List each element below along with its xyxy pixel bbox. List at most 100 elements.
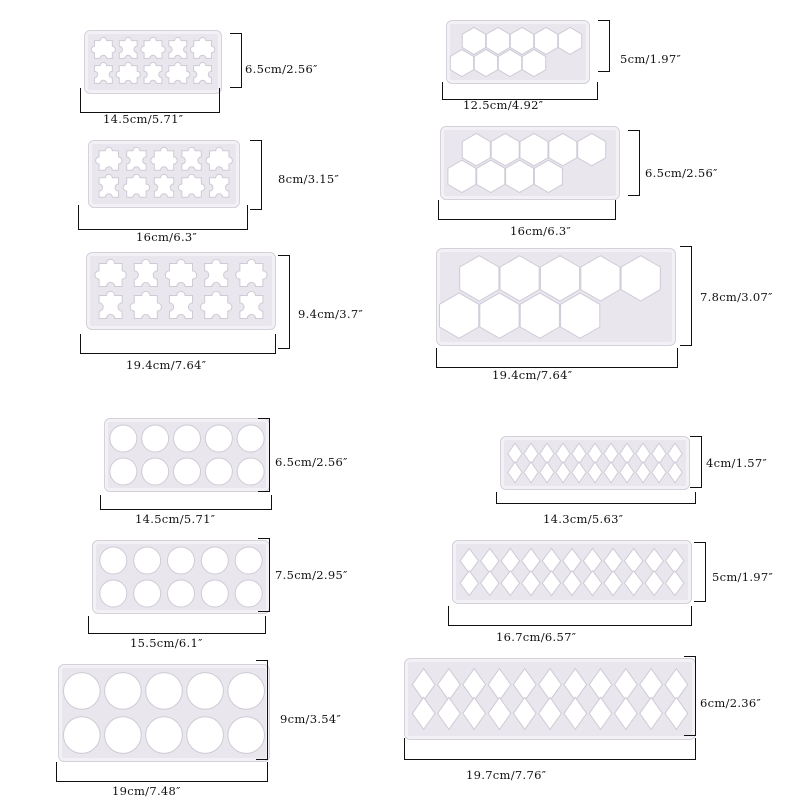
- puzzle-hole: [190, 36, 216, 59]
- circle-hole: [234, 546, 263, 575]
- cutter-hexagon: [440, 126, 620, 200]
- diamond-hole: [555, 461, 571, 484]
- circle-hole: [200, 579, 229, 608]
- diamond-hole: [664, 547, 685, 575]
- hexagon-hole: [519, 292, 560, 339]
- height-label: 6.5cm/2.56″: [245, 62, 318, 76]
- diamond-hole: [571, 442, 587, 465]
- hexagon-hole: [459, 255, 500, 302]
- diamond-hole: [667, 442, 683, 465]
- width-dimension-line: [100, 495, 272, 510]
- circle-hole: [167, 579, 195, 608]
- diamond-hole: [541, 547, 562, 575]
- hexagon-hole: [577, 132, 607, 167]
- height-label: 7.8cm/3.07″: [700, 290, 773, 304]
- height-label: 5cm/1.97″: [620, 52, 682, 66]
- diamond-hole: [644, 547, 665, 575]
- cutter-diamond: [452, 540, 692, 604]
- hexagon-hole: [557, 26, 583, 55]
- diamond-hole: [411, 696, 436, 731]
- width-label: 19cm/7.48″: [112, 784, 181, 798]
- width-dimension-line: [56, 762, 268, 782]
- circle-hole: [173, 424, 201, 453]
- diamond-hole: [555, 442, 571, 465]
- puzzle-hole: [168, 290, 194, 320]
- circle-hole: [109, 457, 138, 486]
- diamond-hole: [479, 547, 500, 575]
- circle-hole: [141, 424, 170, 453]
- width-label: 19.4cm/7.64″: [126, 358, 207, 372]
- puzzle-hole: [122, 173, 151, 198]
- diamond-hole: [487, 667, 512, 702]
- puzzle-hole: [164, 258, 198, 288]
- cutter-holes: [95, 146, 233, 198]
- circle-hole: [141, 457, 170, 486]
- height-dimension-line: [628, 130, 640, 196]
- hexagon-hole: [497, 49, 523, 78]
- hexagon-hole: [620, 255, 661, 302]
- cutter-diamond: [404, 658, 696, 740]
- hexagon-hole: [521, 49, 547, 78]
- hexagon-hole: [490, 132, 520, 167]
- puzzle-hole: [126, 146, 147, 171]
- diamond-hole: [462, 696, 487, 731]
- width-label: 16.7cm/6.57″: [496, 630, 577, 644]
- diamond-hole: [411, 667, 436, 702]
- cutter-circle: [92, 540, 270, 614]
- cutter-puzzle: [88, 140, 240, 208]
- diamond-hole: [563, 667, 588, 702]
- cutter-holes: [99, 546, 263, 608]
- diamond-hole: [462, 667, 487, 702]
- diamond-hole: [523, 461, 539, 484]
- diamond-hole: [587, 461, 603, 484]
- width-dimension-line: [448, 606, 692, 626]
- width-dimension-line: [442, 82, 598, 100]
- puzzle-hole: [98, 173, 120, 198]
- height-label: 7.5cm/2.95″: [275, 568, 348, 582]
- puzzle-hole: [150, 146, 178, 171]
- cutter-holes: [109, 424, 265, 486]
- hexagon-hole: [539, 255, 581, 302]
- hexagon-hole: [447, 159, 477, 194]
- height-dimension-line: [598, 20, 610, 72]
- diamond-hole: [538, 696, 562, 731]
- cutter-circle: [104, 418, 270, 492]
- circle-hole: [63, 716, 101, 754]
- height-label: 8cm/3.15″: [278, 172, 340, 186]
- cutter-holes: [63, 672, 265, 754]
- diamond-hole: [613, 696, 638, 731]
- puzzle-hole: [118, 36, 138, 59]
- diamond-hole: [512, 667, 537, 702]
- circle-hole: [133, 546, 162, 575]
- hexagon-hole: [519, 132, 549, 167]
- cutter-hexagon: [446, 20, 590, 84]
- width-dimension-line: [80, 88, 220, 113]
- circle-hole: [63, 672, 101, 710]
- diamond-hole: [619, 442, 635, 465]
- puzzle-hole: [98, 290, 123, 320]
- diamond-hole: [507, 461, 523, 484]
- diamond-hole: [588, 667, 613, 702]
- hexagon-hole: [449, 49, 475, 78]
- circle-hole: [133, 579, 162, 608]
- hexagon-hole: [461, 132, 491, 167]
- diamond-hole: [651, 461, 667, 484]
- diamond-hole: [538, 667, 562, 702]
- cutter-holes: [449, 26, 583, 78]
- cutter-holes: [90, 36, 216, 84]
- cutter-holes: [459, 547, 685, 597]
- diamond-hole: [541, 569, 562, 597]
- diamond-hole: [623, 569, 644, 597]
- puzzle-hole: [204, 258, 229, 288]
- cutter-puzzle: [86, 252, 276, 330]
- hexagon-hole: [479, 292, 520, 339]
- height-label: 6.5cm/2.56″: [645, 166, 718, 180]
- diamond-hole: [651, 442, 667, 465]
- height-dimension-line: [278, 255, 290, 349]
- diamond-hole: [507, 442, 523, 465]
- diamond-hole: [512, 696, 537, 731]
- diamond-hole: [459, 569, 480, 597]
- diamond-hole: [644, 569, 665, 597]
- diamond-hole: [587, 442, 603, 465]
- circle-hole: [186, 672, 224, 710]
